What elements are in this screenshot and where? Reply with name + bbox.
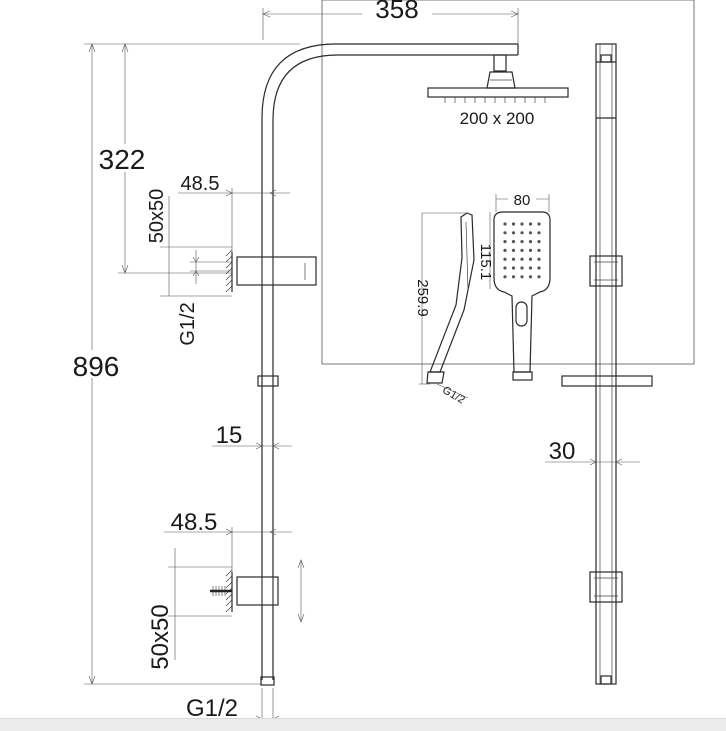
nozzle-dot	[511, 222, 516, 226]
nozzle-dot	[511, 240, 516, 244]
lower-bracket-dimension: 50x50	[147, 548, 232, 670]
nozzle-dot	[511, 275, 516, 279]
total-height-dimension: 896	[66, 43, 300, 685]
nozzle-dot	[511, 266, 516, 270]
nozzle-dot	[528, 275, 533, 279]
nozzle-dot	[503, 275, 507, 279]
nozzle-dot	[520, 240, 524, 244]
nozzle-dot	[520, 231, 524, 235]
nozzle-dot	[503, 222, 507, 226]
lower-bracket-label: 50x50	[147, 604, 174, 669]
overhead-shower-head: 200 x 200	[427, 54, 569, 128]
hand-shower-side-view: 259.9 G1/2	[414, 212, 475, 407]
nozzle-dot	[503, 248, 507, 252]
rail-diameter-label: 15	[216, 422, 243, 449]
nozzle-dot	[503, 240, 507, 244]
nozzle-dot	[520, 248, 524, 252]
upper-offset-dimension: 48.5	[178, 173, 290, 252]
nozzle-dot	[537, 275, 541, 279]
nozzle-dot	[503, 266, 507, 270]
slider-travel-arrow	[297, 559, 305, 623]
wall-screw	[210, 586, 232, 596]
nozzle-grid	[503, 222, 541, 279]
hand-total-length-label: 259.9	[414, 279, 431, 317]
nozzle-dot	[511, 248, 516, 252]
top-height-label: 322	[99, 144, 146, 175]
nozzle-dot	[520, 257, 524, 261]
arm-length-label: 358	[375, 0, 418, 24]
bottom-thread-label: G1/2	[186, 695, 238, 718]
upper-offset-label: 48.5	[181, 173, 220, 195]
side-lower-bracket	[589, 571, 623, 603]
side-view-rail	[595, 43, 617, 685]
detail-inset-frame	[321, 0, 695, 365]
nozzle-dot	[528, 240, 533, 244]
nozzle-dot	[511, 231, 516, 235]
side-upper-bracket	[589, 255, 623, 287]
side-slider-holder	[561, 375, 653, 387]
nozzle-dot	[537, 231, 541, 235]
upper-bracket-dimension: 50x50	[146, 189, 232, 297]
lower-offset-dimension: 48.5	[164, 509, 292, 572]
total-height-label: 896	[73, 351, 120, 382]
nozzle-dot	[537, 266, 541, 270]
nozzle-dot	[528, 266, 533, 270]
nozzle-dot	[528, 248, 533, 252]
lower-offset-label: 48.5	[171, 509, 218, 536]
nozzle-dot	[537, 257, 541, 261]
hand-head-length-label: 115.1	[477, 244, 494, 280]
upper-wall-bracket	[225, 249, 317, 293]
bottom-thread-dimension: G1/2	[180, 688, 300, 724]
nozzle-dot	[520, 266, 524, 270]
nozzle-dot	[520, 275, 524, 279]
hand-shower-front-view: 80 115.1	[477, 191, 551, 381]
nozzle-dot	[537, 248, 541, 252]
overhead-size-label: 200 x 200	[460, 109, 535, 128]
upper-thread-label: G1/2	[177, 302, 199, 345]
upper-bracket-label: 50x50	[146, 189, 168, 244]
nozzle-dot	[537, 222, 541, 226]
nozzle-dot	[537, 240, 541, 244]
nozzle-dot	[503, 231, 507, 235]
top-height-dimension: 322	[94, 43, 232, 274]
nozzle-dot	[511, 257, 516, 261]
rail-diameter-dimension: 15	[212, 422, 292, 450]
side-width-label: 30	[549, 438, 576, 465]
nozzle-dot	[528, 231, 533, 235]
hand-width-label: 80	[514, 192, 531, 209]
arm-length-dimension: 358	[262, 0, 519, 44]
upper-thread-dimension: G1/2	[177, 250, 232, 346]
riser-rail	[261, 43, 519, 680]
bottom-inlet	[260, 676, 275, 686]
lower-wall-bracket	[225, 569, 279, 613]
nozzle-dot	[503, 257, 507, 261]
nozzle-dot	[528, 222, 533, 226]
rail-slider	[257, 375, 279, 387]
side-width-dimension: 30	[545, 438, 640, 466]
nozzle-dot	[528, 257, 533, 261]
nozzle-dot	[520, 222, 524, 226]
bottom-strip	[0, 718, 726, 731]
